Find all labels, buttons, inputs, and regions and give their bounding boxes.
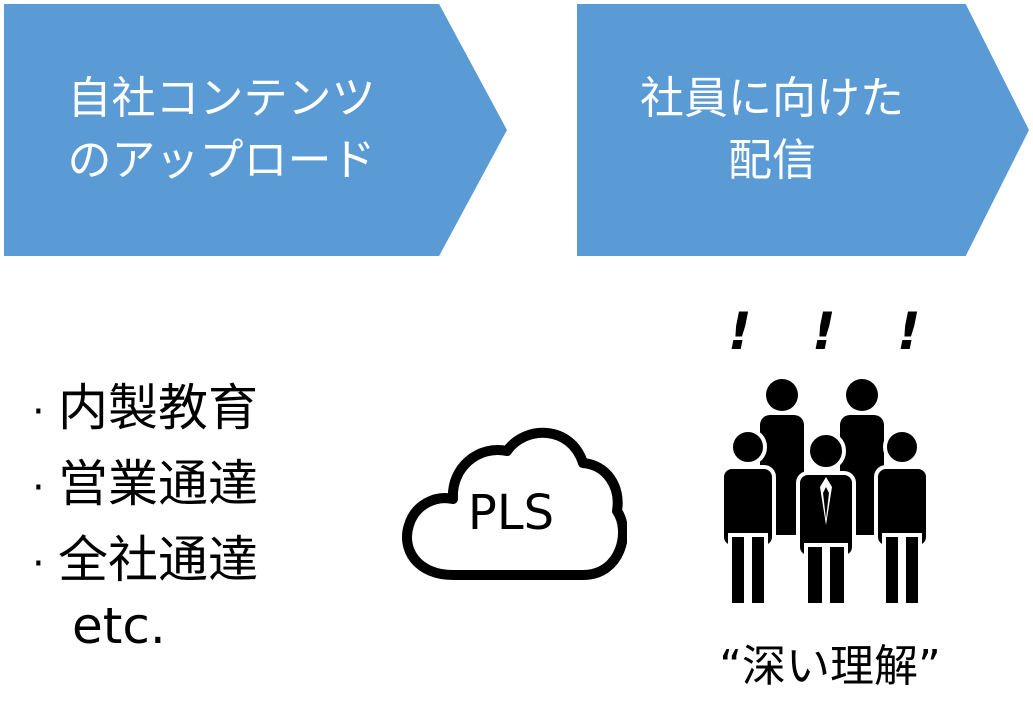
cloud-label: PLS [467, 485, 555, 541]
exclamation-mark: ! [812, 302, 836, 362]
list-etc: etc. [72, 597, 166, 655]
step-delivery-line-1: 社員に向けた [640, 73, 904, 124]
list-item: · 全社通達 [32, 524, 258, 600]
step-arrow-upload: 自社コンテンツ のアップロード [4, 4, 507, 256]
people-group-icon [720, 379, 930, 607]
list-item-label: 営業通達 [58, 455, 258, 513]
list-item-label: 全社通達 [58, 531, 258, 589]
person-icon [720, 428, 776, 607]
exclamation-mark: ! [728, 302, 752, 362]
step-arrow-delivery: 社員に向けた 配信 [577, 4, 1029, 256]
bullet-dot: · [32, 389, 45, 435]
bullet-dot: · [32, 465, 45, 511]
step-upload-line-1: 自社コンテンツ [67, 73, 376, 124]
list-item: · 内製教育 [32, 372, 258, 448]
list-item-label: 内製教育 [58, 379, 258, 437]
bullet-dot: · [32, 541, 45, 587]
cloud-icon [402, 427, 627, 580]
content-list: · 内製教育 · 営業通達 · 全社通達 [32, 372, 258, 600]
deep-understanding-caption: “深い理解” [719, 641, 941, 692]
person-icon [874, 428, 930, 607]
step-delivery-line-2: 配信 [728, 135, 816, 186]
step-upload-line-2: のアップロード [67, 135, 376, 186]
exclamation-mark: ! [897, 302, 921, 362]
list-item: · 営業通達 [32, 448, 258, 524]
person-icon [796, 431, 856, 607]
